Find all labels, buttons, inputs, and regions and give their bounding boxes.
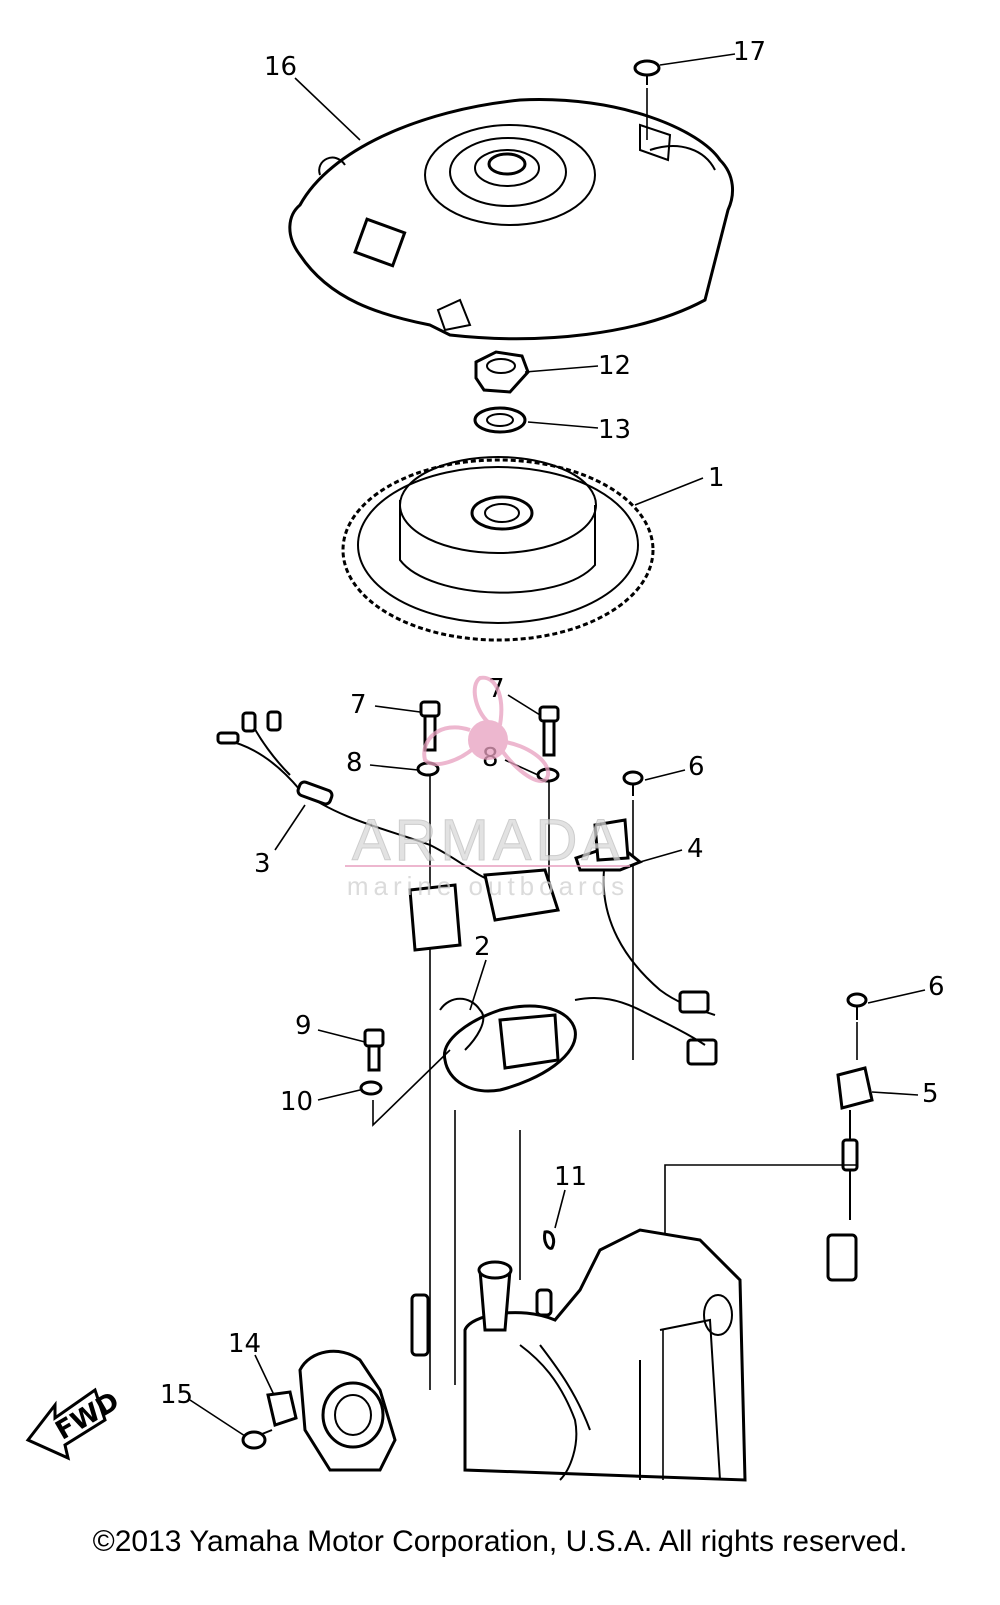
nut-12 bbox=[474, 350, 530, 394]
callout-4: 4 bbox=[687, 834, 704, 864]
callout-11: 11 bbox=[554, 1162, 587, 1192]
callout-9: 9 bbox=[295, 1011, 312, 1041]
crankcase bbox=[298, 1228, 747, 1482]
callout-1: 1 bbox=[708, 463, 725, 493]
callout-7a: 7 bbox=[350, 690, 367, 720]
charge-coil-2 bbox=[439, 997, 706, 1385]
callout-10: 10 bbox=[280, 1087, 313, 1117]
washer-10 bbox=[359, 1049, 451, 1127]
screw-15 bbox=[241, 1429, 273, 1450]
callout-12: 12 bbox=[598, 351, 631, 381]
screw-6a bbox=[622, 770, 644, 1060]
key-11 bbox=[543, 1230, 556, 1250]
watermark-brand: ARMADA bbox=[352, 808, 624, 873]
screw-6b bbox=[846, 992, 868, 1060]
callout-6b: 6 bbox=[928, 972, 945, 1002]
watermark: ARMADA marine outboards bbox=[345, 675, 630, 901]
flywheel bbox=[341, 456, 655, 642]
callout-8a: 8 bbox=[346, 748, 363, 778]
screw-17 bbox=[633, 59, 661, 140]
clamp-14 bbox=[266, 1390, 298, 1427]
callout-13: 13 bbox=[598, 415, 631, 445]
callout-17: 17 bbox=[733, 37, 766, 67]
callout-16: 16 bbox=[264, 52, 297, 82]
callout-3: 3 bbox=[254, 849, 271, 879]
pulser-coil-4 bbox=[574, 818, 718, 1066]
bolt-7a bbox=[419, 700, 441, 1390]
leader-lines bbox=[189, 53, 926, 1437]
washer-13 bbox=[473, 406, 527, 434]
sensor-5 bbox=[664, 1066, 874, 1325]
watermark-tagline: marine outboards bbox=[347, 871, 629, 901]
bolt-9 bbox=[363, 1028, 385, 1072]
callout-6a: 6 bbox=[688, 752, 705, 782]
callout-14: 14 bbox=[228, 1329, 261, 1359]
callout-15: 15 bbox=[160, 1380, 193, 1410]
callout-2: 2 bbox=[474, 932, 491, 962]
fwd-arrow: FWD bbox=[25, 1386, 125, 1461]
wire-harness-3 bbox=[216, 710, 560, 952]
flywheel-cover bbox=[288, 98, 734, 341]
callout-5: 5 bbox=[922, 1079, 939, 1109]
propeller-logo-icon bbox=[422, 675, 551, 783]
bolt-7b bbox=[538, 705, 560, 880]
copyright-text: ©2013 Yamaha Motor Corporation, U.S.A. A… bbox=[92, 1525, 908, 1558]
